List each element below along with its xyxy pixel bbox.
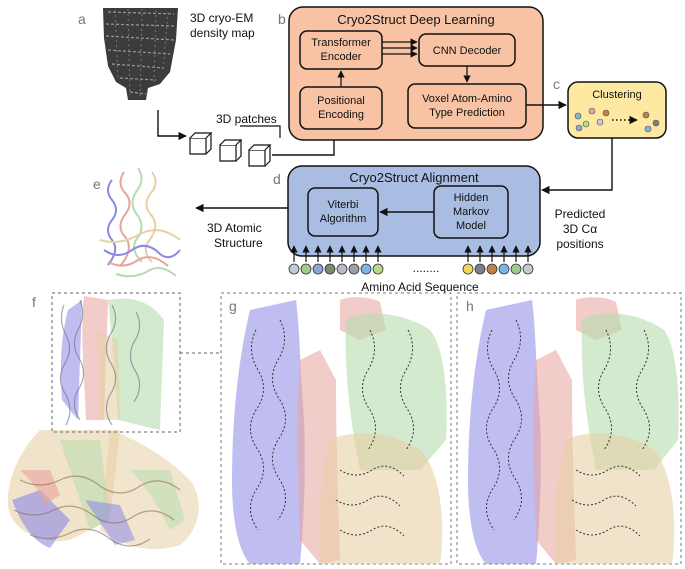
hmm-line2: Markov [453, 206, 490, 218]
atomic-structure-line2: Structure [214, 236, 263, 250]
encoder-decoder-arrows [382, 38, 418, 58]
map-to-patches-arrow [157, 110, 187, 141]
zoomed-structure-h [468, 297, 679, 564]
deep-learning-title: Cryo2Struct Deep Learning [337, 12, 495, 27]
atomic-structure-line1: 3D Atomic [207, 221, 262, 235]
density-map-title-line2: density map [190, 26, 255, 40]
amino-acid-circle [372, 263, 384, 275]
amino-acid-circle [312, 263, 324, 275]
transformer-encoder-line2: Encoder [321, 51, 362, 63]
panel-letter-c: c [553, 76, 560, 92]
clustering-title: Clustering [592, 89, 642, 101]
patch-cubes [189, 132, 272, 167]
panel-g-frame [220, 292, 452, 565]
cryo-em-density-map [103, 8, 178, 100]
amino-acid-circle [486, 263, 498, 275]
amino-acid-circle [300, 263, 312, 275]
panel-letter-f: f [32, 294, 36, 310]
amino-acid-circle [462, 263, 474, 275]
positional-encoding-line1: Positional [317, 95, 365, 107]
transformer-encoder-box [299, 30, 383, 70]
sequence-label: Amino Acid Sequence [361, 280, 479, 294]
sequence-ellipsis: ........ [413, 261, 440, 275]
patches-to-encoder-line [240, 125, 281, 138]
panel-letter-d: d [273, 171, 281, 187]
amino-acid-circle [348, 263, 360, 275]
panel-letter-e: e [93, 176, 101, 192]
amino-acid-circle [498, 263, 510, 275]
density-map-title-line1: 3D cryo-EM [190, 11, 253, 25]
full-structure-render [7, 296, 199, 550]
patches-label: 3D patches [216, 112, 277, 126]
amino-acid-circle [474, 263, 486, 275]
panel-letter-a: a [78, 11, 86, 27]
amino-acid-circle [522, 263, 534, 275]
viterbi-line1: Viterbi [328, 199, 359, 211]
cnn-decoder-label: CNN Decoder [433, 45, 502, 57]
transformer-encoder-line1: Transformer [311, 37, 371, 49]
panel-letter-h: h [466, 298, 474, 314]
amino-acid-circle [510, 263, 522, 275]
amino-acid-circle [288, 263, 300, 275]
cube-icon [189, 132, 213, 155]
clustering-to-alignment-arrow [541, 138, 613, 195]
voxel-prediction-line2: Type Prediction [429, 107, 505, 119]
amino-acid-circle [360, 263, 372, 275]
alignment-title: Cryo2Struct Alignment [349, 170, 479, 185]
cube-icon [219, 139, 243, 162]
atomic-structure-small [99, 167, 181, 278]
voxel-prediction-line1: Voxel Atom-Amino [422, 93, 512, 105]
positional-encoding-box [299, 86, 383, 130]
hmm-line3: Model [456, 220, 486, 232]
zoom-region-box [51, 292, 181, 433]
cube-icon [248, 144, 272, 167]
voxel-prediction-box [407, 83, 527, 129]
predicted-line1: Predicted [555, 207, 606, 221]
amino-acid-sequence [288, 245, 534, 275]
amino-acid-circle [336, 263, 348, 275]
panel-letter-b: b [278, 11, 286, 27]
predicted-line3: positions [556, 237, 603, 251]
panel-letter-g: g [229, 298, 237, 314]
zoomed-structure-g [232, 297, 447, 564]
viterbi-line2: Algorithm [320, 213, 366, 225]
viterbi-box [307, 187, 379, 237]
clustering-panel [567, 81, 667, 139]
amino-acid-circle [324, 263, 336, 275]
hmm-line1: Hidden [454, 192, 489, 204]
positional-encoding-line2: Encoding [318, 109, 364, 121]
predicted-line2: 3D Cα [563, 222, 597, 236]
cluster-dots [574, 107, 660, 133]
